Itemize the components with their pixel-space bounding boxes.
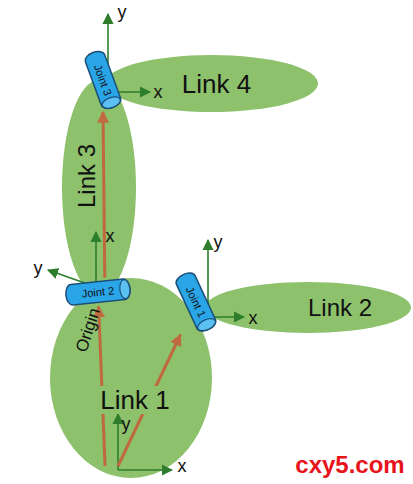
axis-label: x	[178, 457, 187, 475]
link-label: Link 2	[305, 295, 375, 321]
link-shape	[50, 278, 212, 478]
axis-label: y	[34, 259, 43, 277]
axis-label: y	[118, 3, 127, 21]
link-outline	[50, 278, 212, 478]
link-node: Link 1	[50, 278, 212, 478]
axis-label: x	[154, 83, 163, 101]
axis-label: x	[106, 227, 115, 245]
link-node: Link 4	[105, 55, 318, 112]
watermark: cxy5.com	[295, 453, 404, 477]
transform-arrow	[103, 112, 105, 278]
link-label: Link 4	[179, 70, 254, 98]
link-label: Link 3	[74, 140, 100, 210]
x-axis	[95, 232, 97, 287]
link-label: Link 1	[97, 386, 172, 414]
axis-label: y	[214, 233, 223, 251]
link-outline	[205, 282, 411, 333]
x-axis	[118, 469, 172, 471]
link-node: Link 2	[205, 282, 411, 333]
joint-cap	[196, 316, 217, 333]
link-outline	[62, 80, 136, 295]
link-outline	[105, 55, 318, 112]
link-node: Link 3	[62, 80, 136, 295]
axis-label: y	[122, 415, 131, 433]
axis-label: x	[249, 309, 258, 327]
